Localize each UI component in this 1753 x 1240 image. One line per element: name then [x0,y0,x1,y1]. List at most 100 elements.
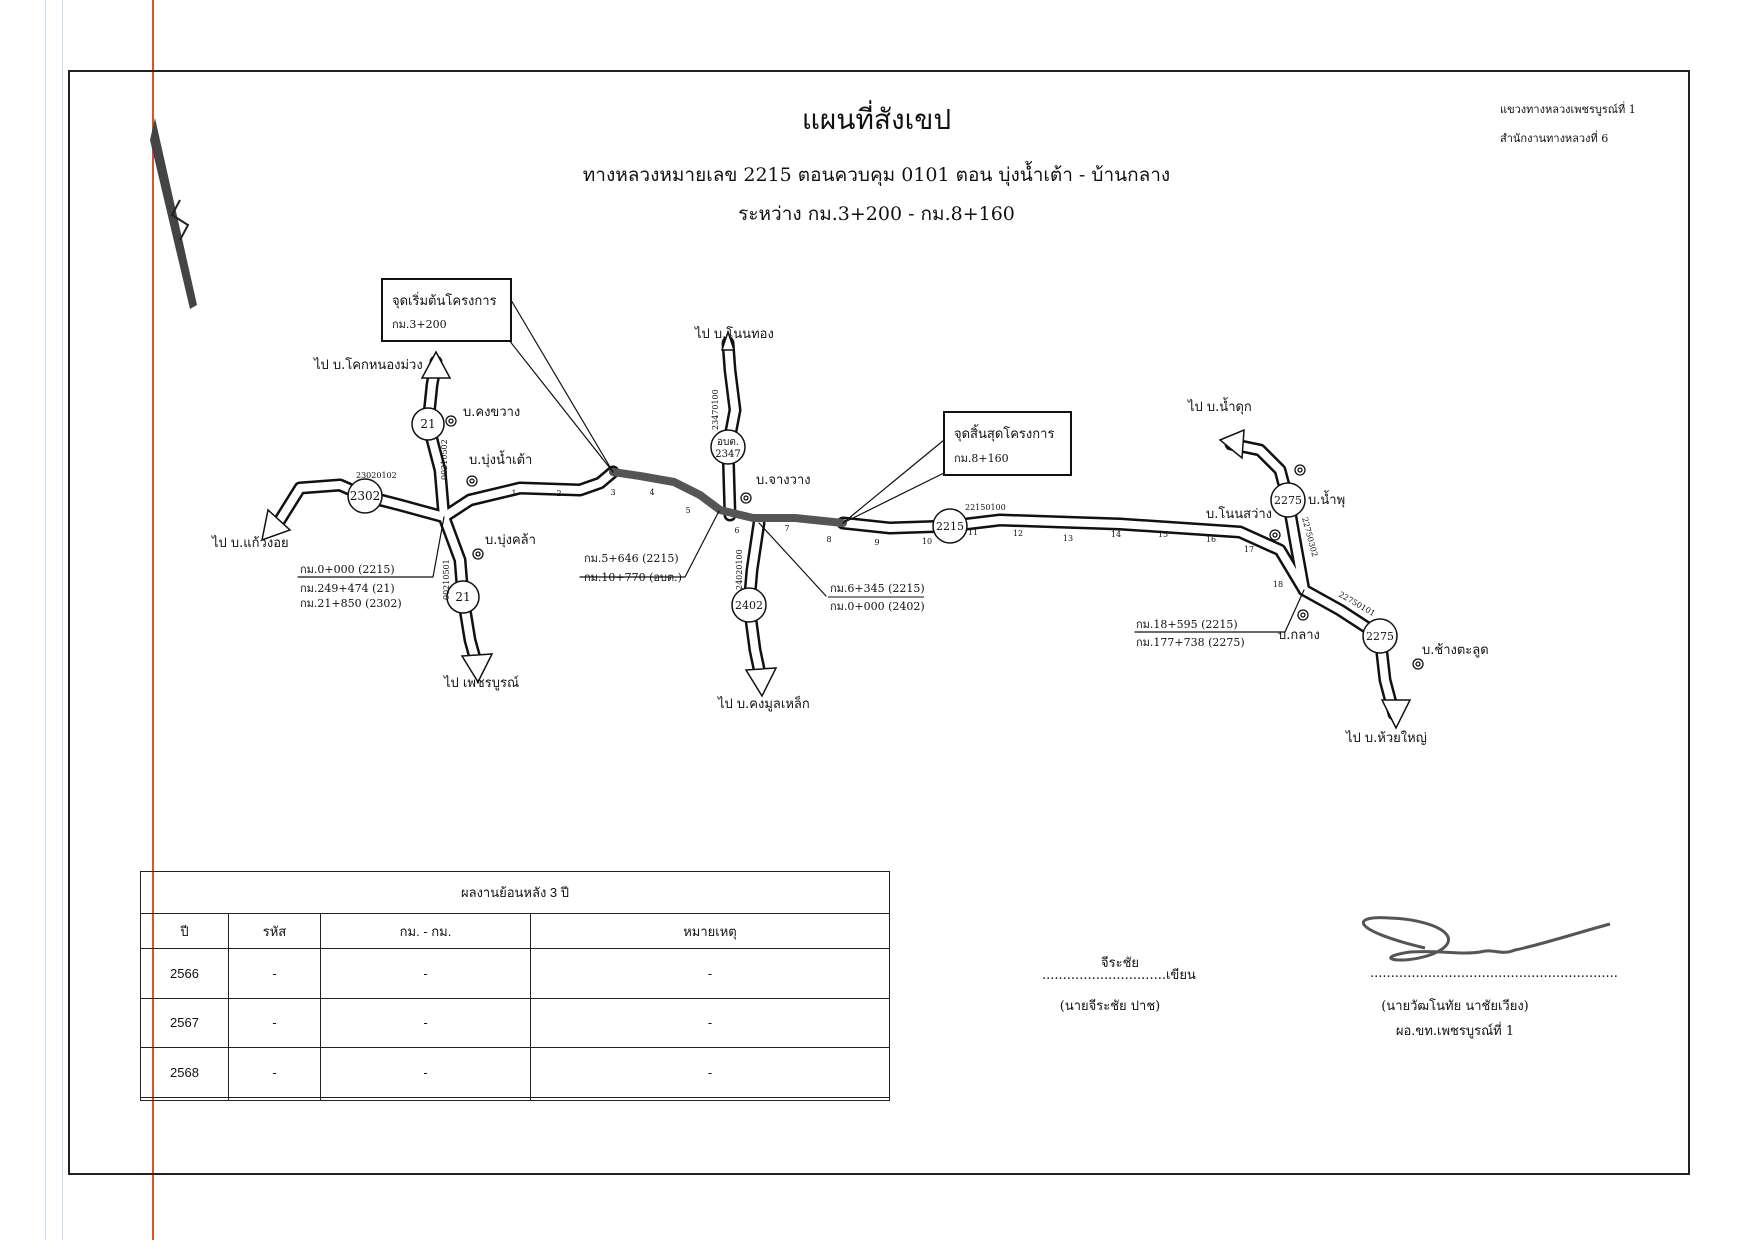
approver-name: (นายวัฒโนทัย นาชัยเวียง) [1381,999,1529,1014]
km-note: กม.18+595 (2215) [1136,618,1238,631]
writer-line: ..............................เขียน [1042,968,1196,983]
shield-label: อบต. [717,437,739,448]
km-tick-label: 6 [734,526,739,535]
writer-suffix: เขียน [1165,968,1196,983]
table-row: 2568--- [140,1047,890,1098]
village-label: บ.บุ่งน้ำเต้า [469,450,532,468]
km-tick-label: 17 [1244,545,1254,554]
km-note: กม.0+000 (2215) [300,563,395,576]
shield-label: 2402 [735,599,763,612]
destination-label: ไป บ.คงมูลเหล็ก [717,694,810,712]
km-tick-label: 4 [649,488,654,497]
km-tick-label: 8 [826,535,831,544]
approver-line: ........................................… [1370,966,1618,981]
guide-line [62,0,63,1240]
north-arrow-icon [150,118,197,309]
control-code: 23020102 [356,471,397,480]
shield-label: 21 [420,417,435,431]
village-marker-icon [445,415,1424,670]
control-code: 00210502 [440,439,449,480]
shield-label: 2347 [715,449,740,460]
village-label: บ.จางวาง [756,473,811,488]
village-label: บ.ช้างตะลูด [1422,643,1489,658]
km-tick-label: 18 [1273,580,1283,589]
cell: - [320,997,531,1049]
km-note: กม.6+345 (2215) [830,582,925,595]
km-tick-label: 13 [1063,534,1073,543]
village-label: บ.บุ่งคล้า [485,533,536,548]
project-start-box [381,278,512,342]
route-shield-2215 [932,508,968,544]
destination-label: ไป บ.แก้วงอย [211,535,289,551]
village-label: บ.น้ำพุ [1308,490,1345,508]
cell: 2568 [140,1047,229,1098]
km-note: กม.5+646 (2215) [584,552,679,565]
cell: 2567 [140,997,229,1049]
column-header: ปี [140,913,229,949]
table-row [140,1096,890,1102]
table-row: 2566--- [140,948,890,999]
cell [530,1096,890,1102]
cell [140,1096,229,1102]
shield-label: 2215 [936,520,964,533]
control-code: 22150100 [965,503,1006,512]
destination-label: ไป บ.โนนทอง [694,326,774,342]
km-tick-label: 16 [1206,535,1216,544]
direction-arrows [261,329,1412,730]
cell: - [320,1047,531,1098]
end-box-title: จุดสิ้นสุดโครงการ [954,424,1054,442]
route-shield-2347 [710,429,746,465]
km-tick-label: 11 [968,528,978,537]
km-tick-label: 15 [1158,530,1168,539]
route-shield-2275-north [1270,482,1306,518]
table-title: ผลงานย้อนหลัง 3 ปี [140,871,890,914]
page-title: แผนที่สังเขป [801,103,952,136]
office-line-1: แขวงทางหลวงเพชรบูรณ์ที่ 1 [1500,103,1636,116]
km-tick-label: 2 [556,489,561,498]
route-shield-21-south [446,580,480,614]
km-note: กม.10+770 (อบต.) [584,571,682,584]
start-box-title: จุดเริ่มต้นโครงการ [392,292,497,309]
control-code: 24020100 [735,549,744,590]
shield-label: 21 [455,590,470,604]
column-header: กม. - กม. [320,913,531,949]
shield-label: 2275 [1366,630,1394,643]
shield-label: 2275 [1274,494,1302,507]
guide-line [45,0,46,1240]
margin-line [152,0,154,1240]
control-code: 23470100 [711,389,720,430]
route-shield-2302 [347,478,383,514]
village-label: บ.คงขวาง [463,405,520,420]
km-note: กม.21+850 (2302) [300,597,402,610]
approver-signature [1361,916,1611,962]
destination-label: ไป เพชรบูรณ์ [443,675,519,691]
writer-signature: จีระชัย [1100,956,1140,971]
project-section [609,468,847,527]
cell: - [320,948,531,999]
cell: - [228,948,321,999]
km-tick-label: 9 [874,538,879,547]
km-note: กม.177+738 (2275) [1136,636,1245,649]
cell [320,1096,531,1102]
end-box-km: กม.8+160 [954,452,1009,465]
destination-label: ไป บ.ห้วยใหญ่ [1345,730,1427,746]
route-shield-2275-south [1362,618,1398,654]
column-header: รหัส [228,913,321,949]
km-tick-label: 1 [511,489,516,498]
control-code: 00210501 [442,559,451,600]
village-label: บ.โนนสว่าง [1206,506,1272,522]
km-tick-label: 14 [1111,530,1121,539]
destination-label: ไป บ.โคกหนองม่วง [313,357,423,373]
route-shield-2402 [731,587,767,623]
table-row: 2567--- [140,997,890,1049]
cell [228,1096,321,1102]
cell: - [228,1047,321,1098]
km-tick-label: 12 [1013,529,1023,538]
page-subtitle: ทางหลวงหมายเลข 2215 ตอนควบคุม 0101 ตอน บ… [582,164,1171,186]
cell: 2566 [140,948,229,999]
office-line-2: สำนักงานทางหลวงที่ 6 [1500,132,1609,145]
km-note: กม.249+474 (21) [300,582,395,595]
km-tick-label: 3 [610,488,615,497]
shield-label: 2302 [350,489,381,503]
project-end-box [943,411,1072,476]
